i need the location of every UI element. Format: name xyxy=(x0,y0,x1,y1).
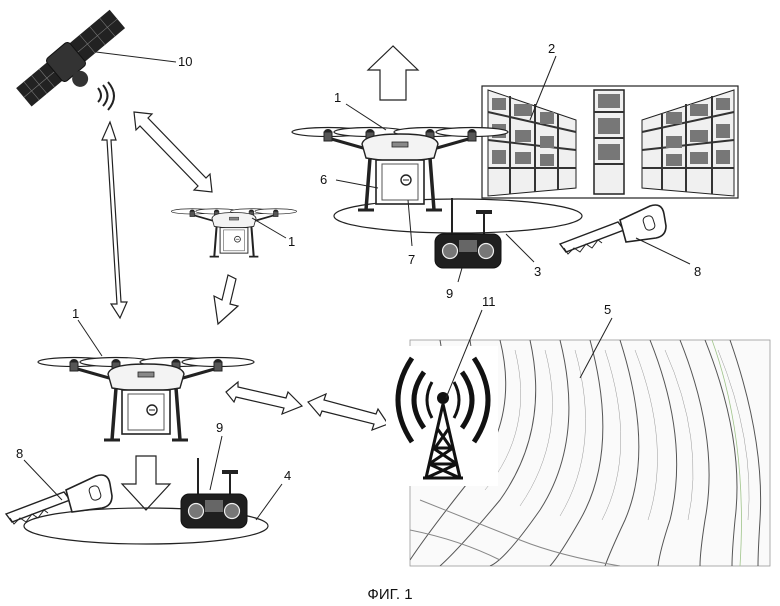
leader-line xyxy=(506,234,534,262)
label-landing-zone-bottom: 4 xyxy=(284,468,291,483)
leader-line xyxy=(336,180,378,188)
satellite-icon xyxy=(14,7,136,120)
signal-waves-icon xyxy=(98,82,114,110)
drone-icon-top xyxy=(292,128,508,211)
key-icon-top xyxy=(560,205,666,254)
key-icon-bottom xyxy=(6,475,112,524)
label-remote-bottom: 9 xyxy=(216,420,223,435)
leader-line xyxy=(636,238,690,264)
arrow-satellite-middle-drone xyxy=(134,112,212,192)
label-remote-top: 9 xyxy=(446,286,453,301)
leader-line xyxy=(252,218,286,238)
label-key-bottom: 8 xyxy=(16,446,23,461)
leader-line xyxy=(24,460,62,500)
label-drone-top: 1 xyxy=(334,90,341,105)
figure-caption: ФИГ. 1 xyxy=(367,586,412,603)
leader-line xyxy=(96,52,176,62)
leader-line xyxy=(408,200,412,246)
label-drone-middle: 1 xyxy=(288,234,295,249)
warehouse-shelving-image xyxy=(482,86,738,198)
label-landing-zone-top: 3 xyxy=(534,264,541,279)
label-key-top: 8 xyxy=(694,264,701,279)
label-satellite: 10 xyxy=(178,54,192,69)
label-warehouse: 2 xyxy=(548,41,555,56)
cell-tower-icon xyxy=(386,346,498,486)
label-drone-bottom: 1 xyxy=(72,306,79,321)
arrow-drone-to-tower xyxy=(226,382,302,414)
leader-line xyxy=(458,268,462,282)
remote-controller-icon-bottom xyxy=(181,458,247,528)
arrow-tower-to-drone xyxy=(308,394,388,430)
arrow-middle-to-bottom xyxy=(214,275,238,324)
leader-line xyxy=(346,104,386,130)
label-container-door: 7 xyxy=(408,252,415,267)
label-terrain-map: 5 xyxy=(604,302,611,317)
arrow-satellite-bottom-drone xyxy=(102,122,127,318)
leader-line xyxy=(210,436,222,490)
leader-line xyxy=(78,320,102,356)
label-cell-tower: 11 xyxy=(482,294,496,309)
label-container: 6 xyxy=(320,172,327,187)
landing-zone-top xyxy=(334,199,582,233)
leader-line xyxy=(256,484,282,520)
arrow-takeoff xyxy=(368,46,418,100)
arrow-landing xyxy=(122,456,170,510)
